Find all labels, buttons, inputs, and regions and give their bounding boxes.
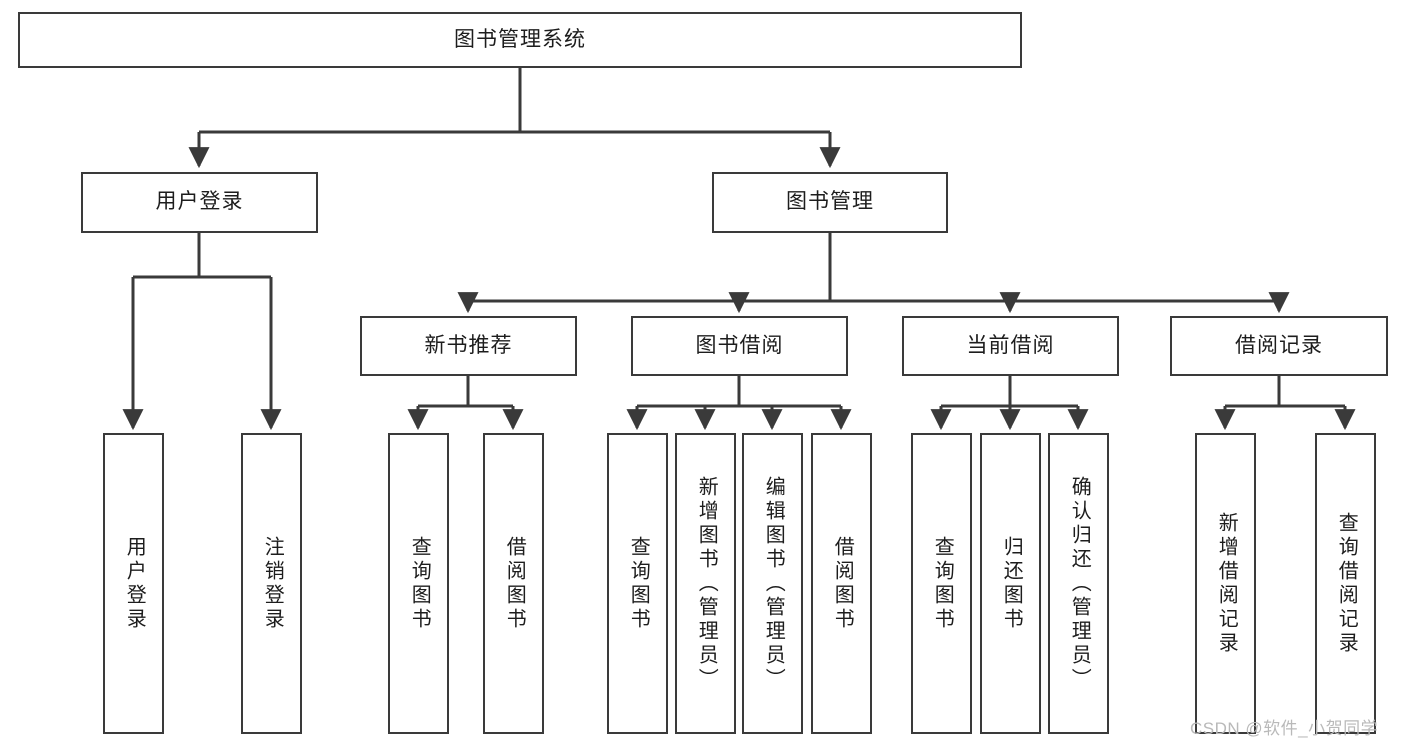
leaf-query-book-2-label: 查询图书: [627, 535, 650, 632]
node-new-book-recommend-label: 新书推荐: [424, 333, 513, 357]
leaf-query-record[interactable]: 查询借阅记录: [1315, 433, 1376, 734]
node-borrow-record[interactable]: 借阅记录: [1170, 316, 1388, 376]
leaf-query-book-2[interactable]: 查询图书: [607, 433, 668, 734]
node-root-label: 图书管理系统: [454, 27, 586, 51]
node-user-login[interactable]: 用户登录: [81, 172, 318, 233]
leaf-user-login[interactable]: 用户登录: [103, 433, 164, 734]
node-current-borrow[interactable]: 当前借阅: [902, 316, 1119, 376]
csdn-watermark: CSDN @软件_小贺同学: [1190, 719, 1379, 738]
leaf-logout[interactable]: 注销登录: [241, 433, 302, 734]
leaf-confirm-return-label: 确认归还（管理员）: [1068, 475, 1091, 692]
leaf-user-login-label: 用户登录: [123, 535, 146, 632]
node-user-login-label: 用户登录: [155, 190, 244, 214]
leaf-confirm-return[interactable]: 确认归还（管理员）: [1048, 433, 1109, 734]
leaf-query-book-1-label: 查询图书: [408, 535, 431, 632]
leaf-query-book-3-label: 查询图书: [931, 535, 954, 632]
leaf-borrow-book-2-label: 借阅图书: [831, 535, 854, 632]
leaf-add-book[interactable]: 新增图书（管理员）: [675, 433, 736, 734]
node-book-borrow-label: 图书借阅: [695, 333, 784, 357]
leaf-add-record-label: 新增借阅记录: [1215, 511, 1238, 656]
leaf-logout-label: 注销登录: [261, 535, 284, 632]
leaf-return-book[interactable]: 归还图书: [980, 433, 1041, 734]
leaf-borrow-book-2[interactable]: 借阅图书: [811, 433, 872, 734]
leaf-query-record-label: 查询借阅记录: [1335, 511, 1358, 656]
leaf-edit-book-label: 编辑图书（管理员）: [762, 475, 785, 692]
node-book-borrow[interactable]: 图书借阅: [631, 316, 848, 376]
node-root[interactable]: 图书管理系统: [18, 12, 1022, 68]
leaf-borrow-book-1-label: 借阅图书: [503, 535, 526, 632]
node-borrow-record-label: 借阅记录: [1235, 333, 1323, 357]
leaf-query-book-1[interactable]: 查询图书: [388, 433, 449, 734]
node-book-manage[interactable]: 图书管理: [712, 172, 948, 233]
node-new-book-recommend[interactable]: 新书推荐: [360, 316, 577, 376]
leaf-edit-book[interactable]: 编辑图书（管理员）: [742, 433, 803, 734]
node-current-borrow-label: 当前借阅: [966, 333, 1055, 357]
leaf-borrow-book-1[interactable]: 借阅图书: [483, 433, 544, 734]
leaf-add-record[interactable]: 新增借阅记录: [1195, 433, 1256, 734]
leaf-add-book-label: 新增图书（管理员）: [695, 475, 718, 692]
node-book-manage-label: 图书管理: [786, 190, 874, 214]
leaf-query-book-3[interactable]: 查询图书: [911, 433, 972, 734]
leaf-return-book-label: 归还图书: [1000, 535, 1023, 632]
